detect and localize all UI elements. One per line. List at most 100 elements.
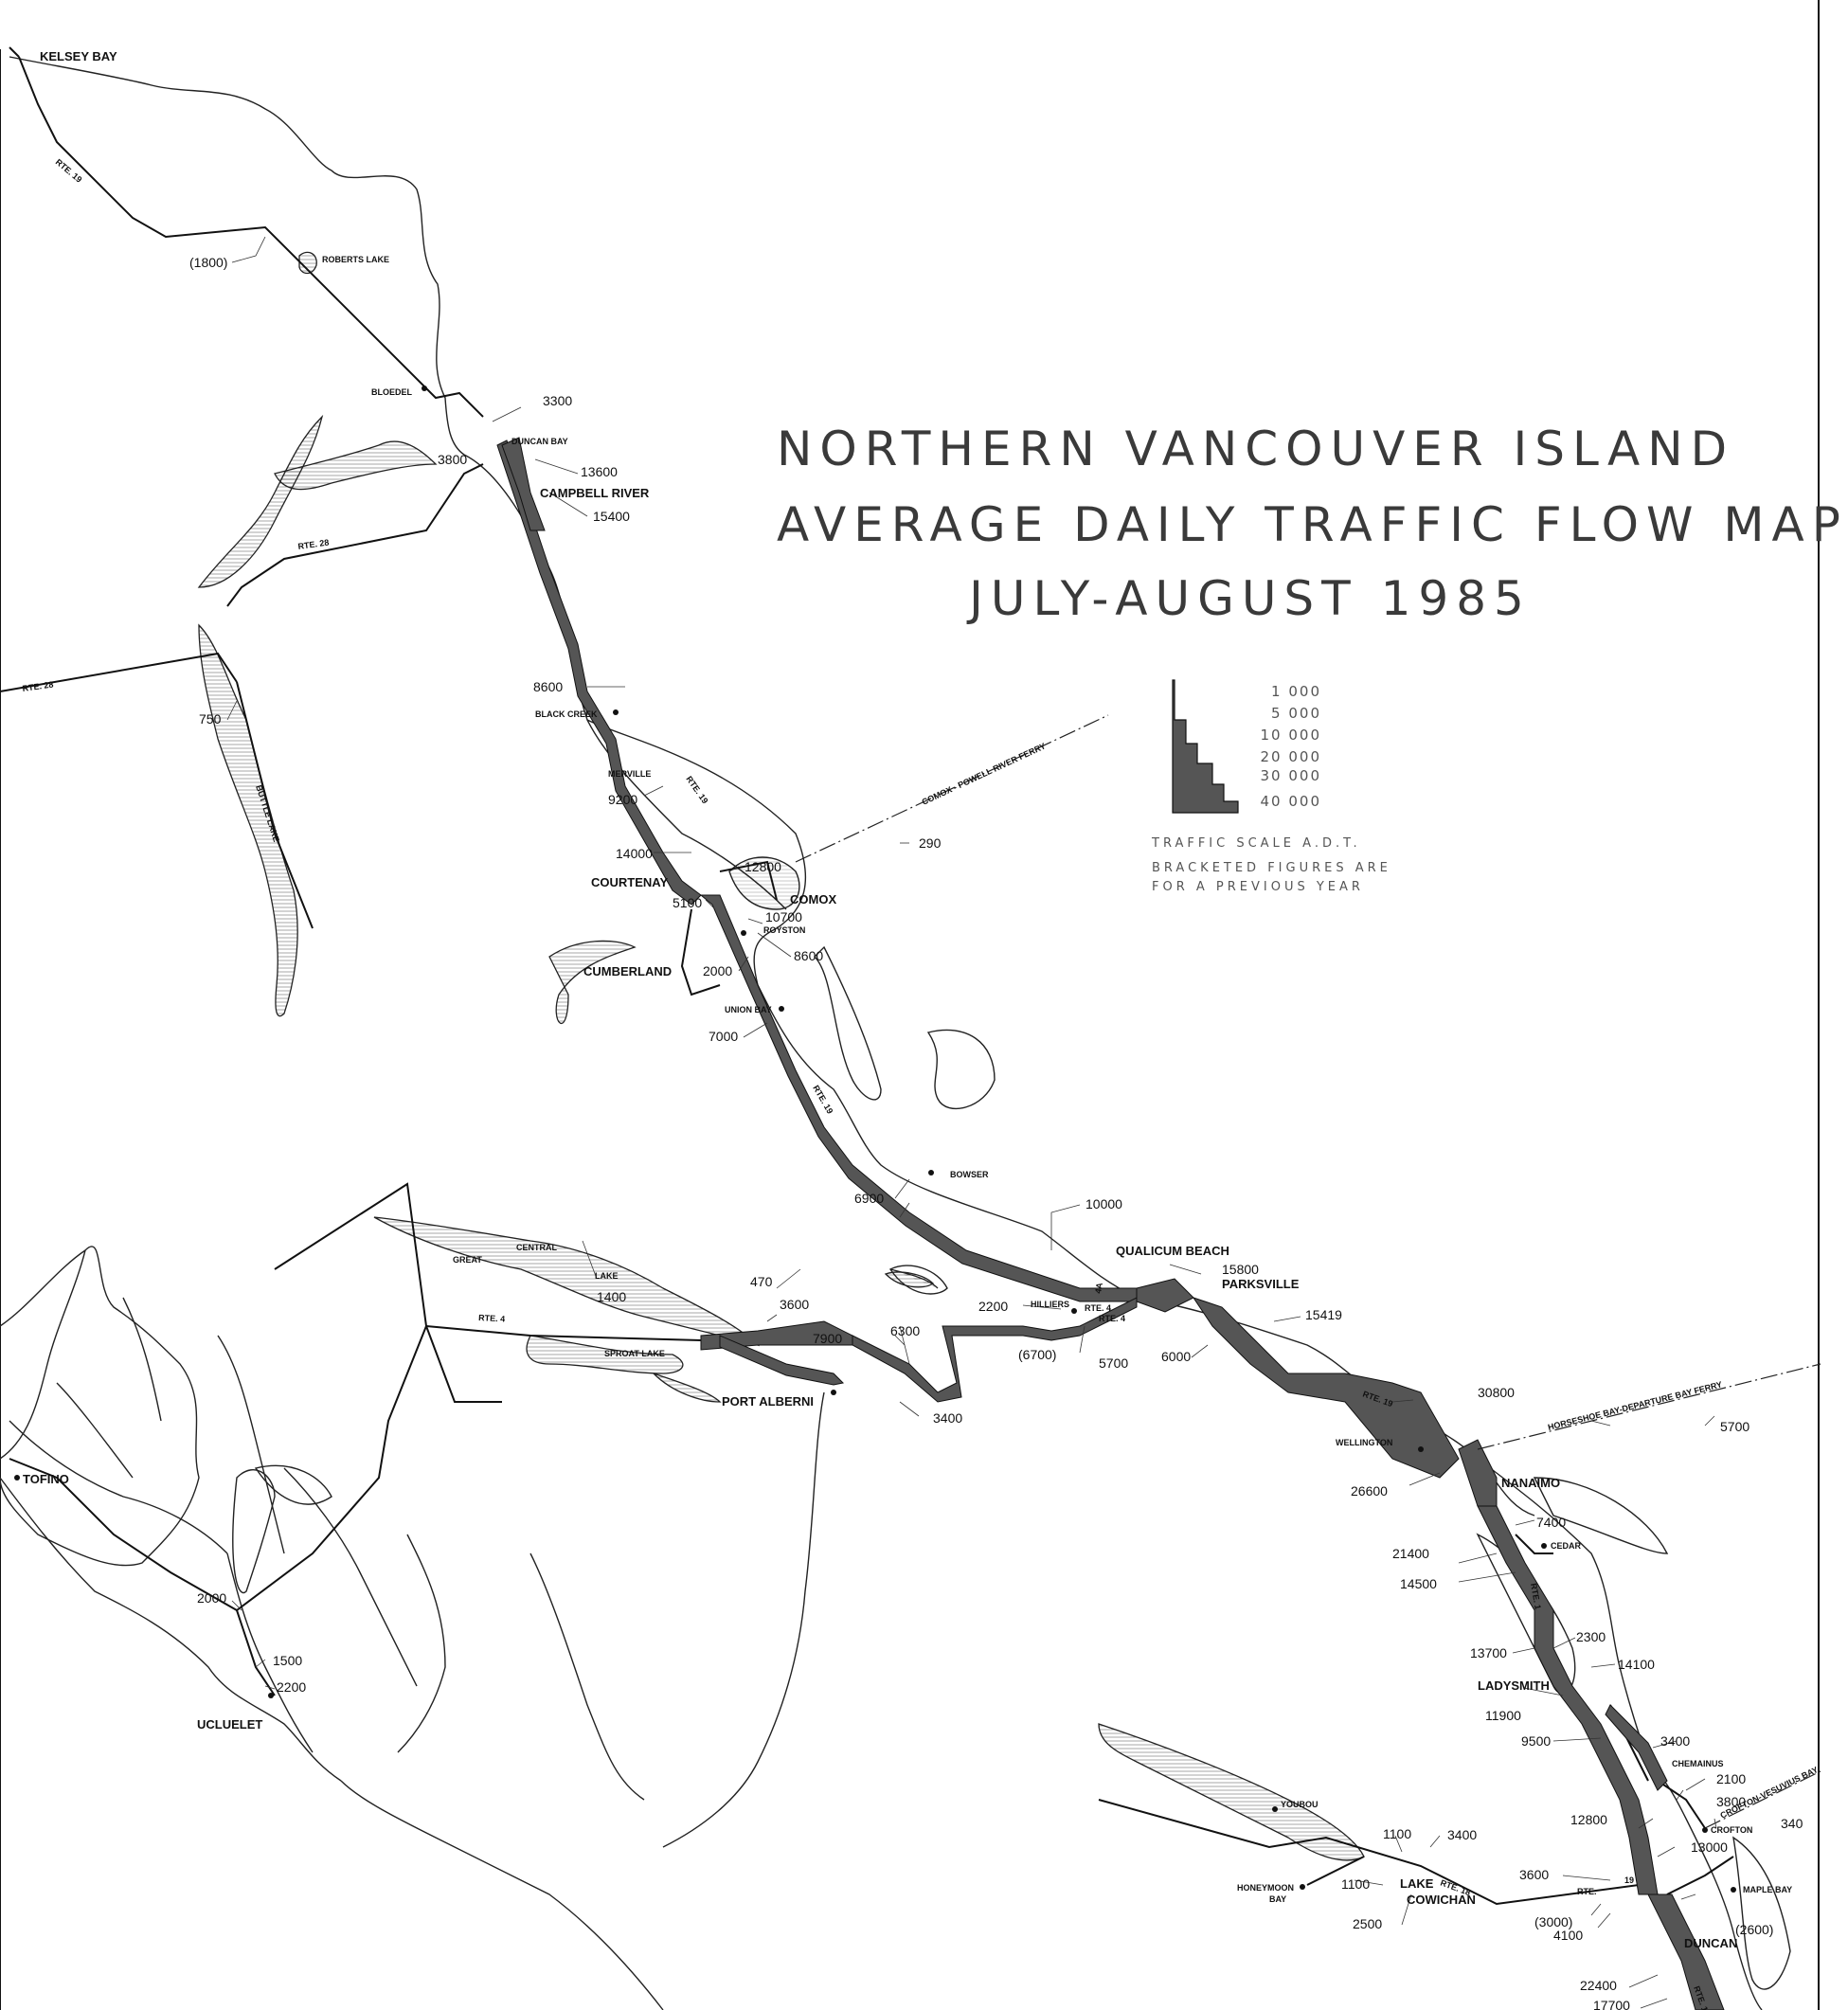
count-5700b: 5700 — [1720, 1419, 1749, 1434]
rte4-west — [274, 1182, 502, 1403]
ferry-comox-powell-line — [795, 714, 1109, 863]
count-10000: 10000 — [1085, 1196, 1122, 1211]
count-1800: (1800) — [189, 255, 227, 270]
legend-note-line-3: FOR A PREVIOUS YEAR — [1152, 880, 1364, 894]
label-honeymoon-bay-2: BAY — [1269, 1894, 1286, 1904]
label-cumberland: CUMBERLAND — [583, 964, 672, 978]
route-19-north: RTE. 19 — [54, 157, 84, 185]
lakes — [197, 251, 1365, 1861]
lake-roberts — [298, 251, 317, 275]
label-bowser: BOWSER — [950, 1170, 989, 1179]
label-chemainus: CHEMAINUS — [1672, 1759, 1724, 1768]
count-30800: 30800 — [1478, 1385, 1515, 1400]
label-lake-cowichan-2: COWICHAN — [1407, 1893, 1476, 1907]
route-1: RTE. 1 — [1529, 1583, 1543, 1610]
legend-note-line-2: BRACKETED FIGURES ARE — [1152, 861, 1391, 875]
label-campbell-river: CAMPBELL RIVER — [540, 486, 650, 500]
count-3400b: 3400 — [1660, 1733, 1690, 1749]
label-ladysmith: LADYSMITH — [1478, 1678, 1550, 1693]
count-22400: 22400 — [1580, 1978, 1617, 1993]
label-lake-cowichan-1: LAKE — [1400, 1876, 1434, 1891]
island-saltspring — [1732, 1836, 1791, 1990]
flow-duncan-south — [1647, 1893, 1725, 2010]
rte4-ucluelet — [236, 1609, 276, 1696]
label-ucluelet: UCLUELET — [197, 1717, 262, 1732]
inlet-effingham — [529, 1552, 645, 1801]
label-hilliers: HILLIERS — [1031, 1300, 1069, 1309]
label-bloedel: BLOEDEL — [371, 387, 413, 397]
count-17700: 17700 — [1593, 1998, 1630, 2010]
count-15419: 15419 — [1305, 1307, 1342, 1322]
lake-sproat-2 — [653, 1373, 722, 1403]
count-9500: 9500 — [1521, 1733, 1551, 1749]
count-2200b: 2200 — [277, 1679, 306, 1695]
place-markers — [14, 386, 1736, 1893]
legend-scale-graphic — [1172, 679, 1239, 814]
marker-hilliers — [1071, 1308, 1077, 1314]
count-26600: 26600 — [1351, 1483, 1388, 1499]
marker-maple-bay — [1731, 1887, 1736, 1893]
count-1500: 1500 — [273, 1653, 302, 1668]
count-3400a: 3400 — [933, 1410, 962, 1426]
count-2000a: 2000 — [703, 963, 732, 978]
label-comox: COMOX — [790, 892, 836, 906]
rte4-long-beach — [9, 1458, 238, 1611]
count-15400: 15400 — [593, 509, 630, 524]
rte4-north — [236, 1325, 427, 1611]
label-youbou: YOUBOU — [1281, 1800, 1319, 1809]
label-cedar: CEDAR — [1551, 1541, 1582, 1551]
inlet-sarita — [397, 1534, 446, 1753]
coastline-comox-peninsula — [728, 856, 800, 910]
road-honeymoon — [1306, 1856, 1365, 1886]
flow-rte4-pass — [719, 1335, 845, 1386]
count-11900: 11900 — [1485, 1708, 1521, 1723]
ferry-crofton-line — [1704, 1770, 1821, 1829]
label-port-alberni: PORT ALBERNI — [722, 1394, 814, 1409]
count-6300: 6300 — [890, 1323, 920, 1338]
roads — [0, 46, 1734, 1906]
lake-campbell — [274, 440, 438, 491]
count-3000: (3000) — [1534, 1914, 1572, 1929]
count-15800: 15800 — [1222, 1262, 1259, 1277]
route-28-b: RTE. 28 — [22, 679, 54, 692]
count-8600b: 8600 — [794, 948, 823, 963]
marker-tofino — [14, 1475, 20, 1481]
legend-value-30000: 30 000 — [1260, 767, 1321, 784]
flow-nanaimo-south — [1477, 1505, 1659, 1895]
label-nanaimo: NANAIMO — [1501, 1476, 1560, 1490]
count-750: 750 — [199, 711, 222, 727]
flow-rte4-alberni — [852, 1297, 1138, 1403]
inlet-alberni-upper — [662, 1391, 825, 1848]
count-14100: 14100 — [1618, 1657, 1655, 1672]
marker-bloedel — [422, 386, 427, 391]
road-crofton — [1657, 1780, 1706, 1829]
west-coast — [0, 1246, 825, 2010]
route-duncan: RTE. — [1577, 1887, 1597, 1896]
count-12800a: 12800 — [745, 859, 781, 874]
inlet-tofino-5 — [9, 1420, 228, 1554]
lake-kennedy — [232, 1469, 276, 1594]
count-7400: 7400 — [1536, 1515, 1566, 1530]
inlet-ucluelet — [226, 1552, 314, 1753]
count-3600a: 3600 — [780, 1297, 809, 1312]
inlet-tofino-4 — [217, 1335, 285, 1554]
count-3300: 3300 — [543, 393, 572, 408]
road-cedar — [1515, 1534, 1553, 1554]
inlet-tofino-1 — [0, 1249, 86, 1460]
flow-nanaimo-north — [1192, 1297, 1460, 1479]
marker-youbou — [1272, 1806, 1278, 1812]
lake-upper-campbell — [197, 414, 324, 588]
buttle-road — [236, 681, 314, 929]
rte19-north — [18, 56, 484, 418]
inlet-uchucklesit — [283, 1467, 418, 1687]
flow-campbell-core — [501, 437, 546, 531]
legend-value-10000: 10 000 — [1260, 727, 1321, 744]
label-qualicum-beach: QUALICUM BEACH — [1116, 1244, 1229, 1258]
count-3800: 3800 — [438, 452, 467, 467]
map-title-line-1: NORTHERN VANCOUVER ISLAND — [777, 422, 1735, 476]
map-title-line-2: AVERAGE DAILY TRAFFIC FLOW MAP — [777, 497, 1848, 552]
marker-union-bay — [779, 1006, 784, 1012]
count-13000: 13000 — [1691, 1840, 1728, 1855]
flow-bands — [496, 437, 1725, 2010]
count-6000: 6000 — [1161, 1349, 1191, 1364]
